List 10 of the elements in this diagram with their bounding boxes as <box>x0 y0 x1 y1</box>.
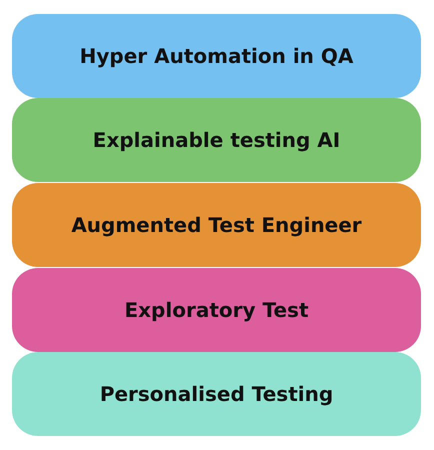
box-title: Exploratory Test <box>124 298 308 322</box>
box-title: Augmented Test Engineer <box>71 213 362 237</box>
box-title: Explainable testing AI <box>92 128 340 152</box>
stack-box <box>12 268 421 352</box>
stack-box <box>12 14 421 98</box>
stack-box <box>12 352 421 436</box>
stack-box <box>12 183 421 267</box>
box-title: Hyper Automation in QA <box>80 44 354 68</box>
box-title: Personalised Testing <box>100 382 334 406</box>
stack-box <box>12 98 421 182</box>
